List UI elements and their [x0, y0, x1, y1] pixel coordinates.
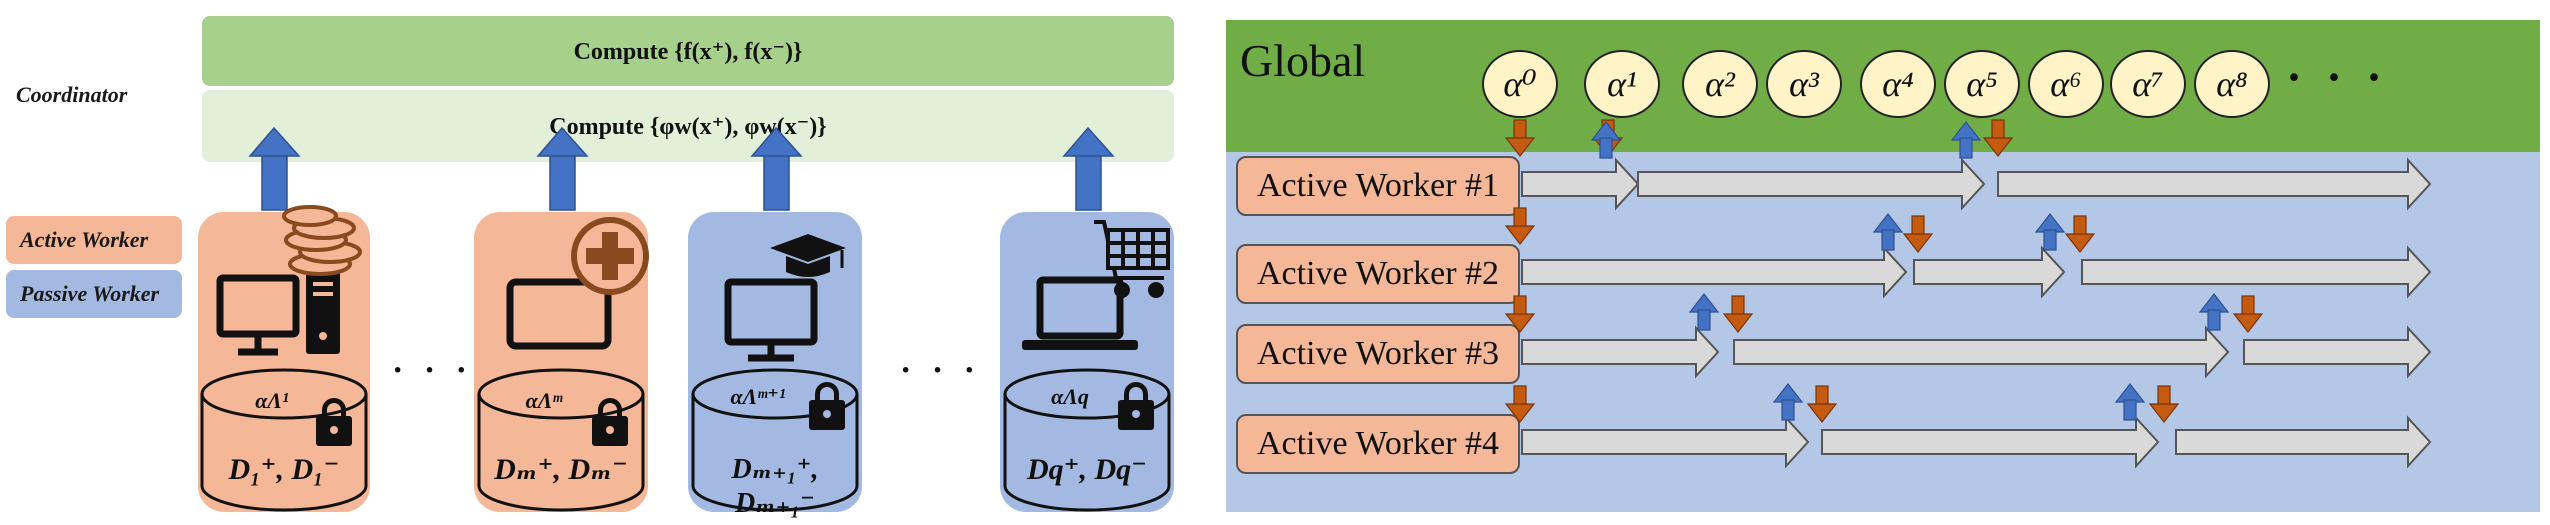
- database-icon-4: [1003, 368, 1171, 512]
- worker-card-3: [688, 212, 862, 512]
- timeline-w3-seg2: [1733, 325, 2230, 379]
- worker-label-2: Active Worker #2: [1236, 244, 1520, 304]
- lock-icon-2: [592, 398, 628, 446]
- down-arrow-w1-start: [1505, 119, 1535, 157]
- timeline-w4-seg1: [1521, 415, 1810, 469]
- alpha-node-0: α⁰: [1482, 50, 1558, 118]
- up-arrow-w2-a: [1873, 213, 1903, 251]
- legend-active-worker: Active Worker: [6, 216, 182, 264]
- ellipsis-left-2: · · ·: [900, 352, 982, 389]
- tablet-icon: [506, 278, 612, 350]
- up-arrow-w1-a: [1591, 121, 1621, 159]
- timeline-w1-seg1: [1521, 157, 1640, 211]
- db-data-1: D₁⁺, D₁⁻: [228, 453, 340, 486]
- up-arrows-to-coordinator: [248, 126, 1115, 211]
- laptop-icon: [1036, 276, 1124, 340]
- laptop-base-icon: [1022, 340, 1138, 350]
- down-arrow-w4-b: [2149, 385, 2179, 423]
- db-alpha-4: αΛq: [1051, 384, 1089, 409]
- down-arrow-w2-start: [1505, 207, 1535, 245]
- right-panel: Global α⁰ α¹ α² α³ α⁴ α⁵ α⁶ α⁷ α⁸ · · · …: [1226, 20, 2540, 512]
- alpha-node-7: α⁷: [2110, 50, 2186, 118]
- up-arrow-head-2: [536, 126, 589, 157]
- second-compute-bar: Compute {φw(x⁺), φw(x⁻)}: [202, 90, 1174, 162]
- down-arrow-w3-b: [2233, 295, 2263, 333]
- down-arrow-w4-a: [1807, 385, 1837, 423]
- db-data-2: Dₘ⁺, Dₘ⁻: [494, 453, 628, 486]
- db-alpha-1: αΛ¹: [255, 388, 289, 413]
- db-alpha-3: αΛᵐ⁺¹: [730, 384, 786, 409]
- tower-icon: [306, 270, 340, 354]
- desktop-icon: [724, 278, 818, 362]
- database-icon-1: [200, 368, 368, 512]
- timeline-w1-seg2: [1637, 157, 1986, 211]
- alpha-ellipsis: · · ·: [2286, 51, 2389, 104]
- desktop-tower-icon: [216, 274, 300, 356]
- graduation-cap-icon: [770, 234, 846, 277]
- timeline-arrows: [1505, 119, 2432, 469]
- up-arrow-w4-a: [1773, 383, 1803, 421]
- top-compute-text: Compute {f(x⁺), f(x⁻)}: [573, 39, 803, 65]
- coordinator-label: Coordinator: [16, 82, 128, 107]
- db-alpha-2: αΛᵐ: [525, 388, 563, 413]
- alpha-node-2: α²: [1682, 50, 1758, 118]
- timeline-w2-seg1: [1521, 245, 1908, 299]
- top-compute-bar: Compute {f(x⁺), f(x⁻)}: [202, 16, 1174, 86]
- db-data-4: Dq⁺, Dq⁻: [1027, 453, 1147, 486]
- alpha-node-3: α³: [1766, 50, 1842, 118]
- down-arrow-w3-start: [1505, 295, 1535, 333]
- down-arrow-w3-a: [1723, 295, 1753, 333]
- db-data-3: Dₘ₊₁⁺, Dₘ₊₁⁻: [731, 454, 819, 519]
- card-icons: [216, 205, 1170, 362]
- up-arrow-head-4: [1062, 126, 1115, 157]
- timeline-w3-seg1: [1521, 325, 1720, 379]
- alpha-node-1: α¹: [1584, 50, 1660, 118]
- down-arrow-w2-b: [2065, 215, 2095, 253]
- database-cylinders: [200, 368, 1171, 512]
- down-arrow-w4-start: [1505, 385, 1535, 423]
- up-arrow-w2-b: [2035, 213, 2065, 251]
- medical-cross-icon: [571, 217, 649, 295]
- coins-icon: [282, 205, 362, 276]
- lock-icon-1: [316, 398, 352, 446]
- alpha-node-4: α⁴: [1860, 50, 1936, 118]
- lock-icon-4: [1118, 382, 1154, 430]
- up-arrow-head-1: [248, 126, 301, 157]
- up-arrow-w3-b: [2199, 293, 2229, 331]
- database-icon-3: [691, 368, 859, 512]
- alpha-node-8: α⁸: [2194, 50, 2270, 118]
- up-arrow-head-3: [750, 126, 803, 157]
- up-arrow-w1-b: [1951, 121, 1981, 159]
- worker-label-4: Active Worker #4: [1236, 414, 1520, 474]
- timeline-w2-seg3: [2081, 245, 2432, 299]
- alpha-node-5: α⁵: [1944, 50, 2020, 118]
- legend-passive-worker: Passive Worker: [6, 270, 182, 318]
- timeline-w4-seg3: [2175, 415, 2432, 469]
- ellipsis-left-1: · · ·: [392, 352, 474, 389]
- lock-icon-3: [809, 382, 845, 430]
- timeline-w4-seg2: [1821, 415, 2160, 469]
- up-arrow-w3-a: [1689, 293, 1719, 331]
- down-arrow-w1-b: [1983, 119, 2013, 157]
- global-label: Global: [1240, 35, 1366, 86]
- database-icon-2: [477, 368, 645, 512]
- up-arrow-w4-b: [2115, 383, 2145, 421]
- down-arrow-w2-a: [1903, 215, 1933, 253]
- worker-label-3: Active Worker #3: [1236, 324, 1520, 384]
- alpha-node-6: α⁶: [2028, 50, 2104, 118]
- timeline-w3-seg3: [2243, 325, 2432, 379]
- timeline-w2-seg2: [1913, 245, 2066, 299]
- worker-label-1: Active Worker #1: [1236, 156, 1520, 216]
- shopping-cart-icon: [1094, 220, 1170, 298]
- timeline-w1-seg3: [1997, 157, 2432, 211]
- left-panel: Coordinator Compute {f(x⁺), f(x⁻)} Compu…: [0, 0, 1210, 525]
